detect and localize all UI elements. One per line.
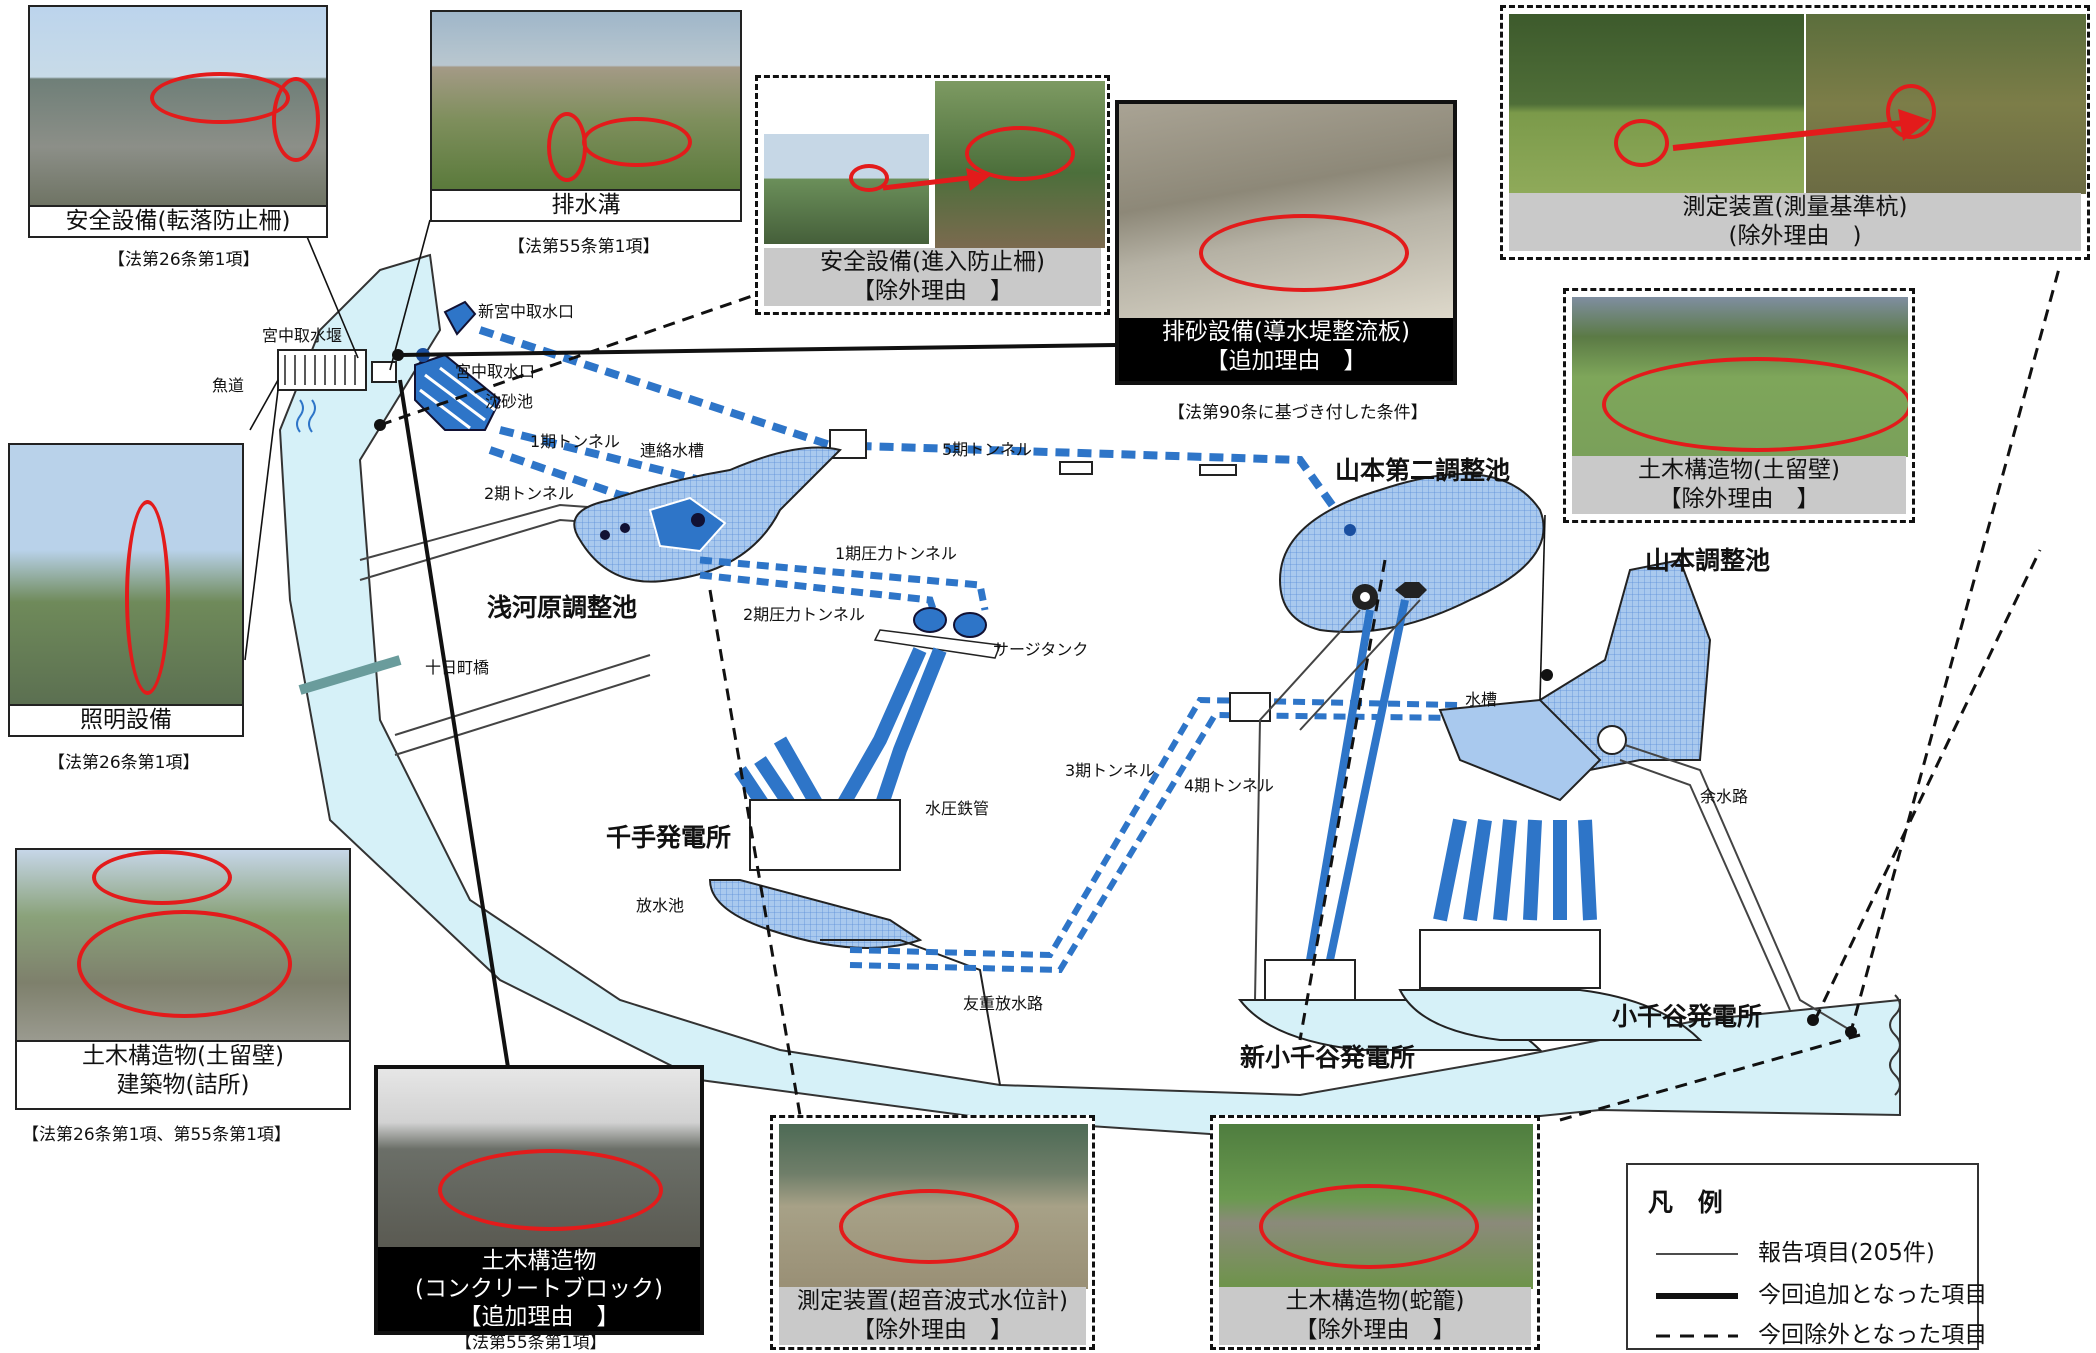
photo-lighting — [10, 445, 242, 707]
senju-powerhouse — [749, 799, 901, 871]
law-fall-fence: 【法第26条第1項】 — [108, 250, 260, 270]
arrow-icon — [882, 168, 990, 191]
label-yamamoto: 山本調整池 — [1645, 546, 1771, 575]
photo-gabion — [1219, 1124, 1533, 1289]
tunnel-3-4 — [849, 696, 1461, 974]
law-drain: 【法第55条第1項】 — [508, 237, 660, 257]
photo-card-lighting: 照明設備 — [8, 443, 244, 737]
pressure-tunnels — [699, 556, 989, 617]
arrow-icon — [1672, 109, 1930, 151]
label-tomoe: 友重放水路 — [963, 994, 1044, 1013]
thick-line-icon — [1656, 1292, 1738, 1299]
label-suiso: 水槽 — [1465, 690, 1498, 709]
yamamoto2-pond — [1278, 473, 1545, 633]
legend: 凡 例 報告項目(205件) 今回追加となった項目 今回除外となった項目 — [1626, 1163, 1987, 1350]
legend-item-thin: 報告項目(205件) — [1656, 1233, 1935, 1267]
tomoe-channel — [820, 939, 1001, 1086]
photo-card-drain: 排水溝 — [430, 10, 742, 222]
label-fishway: 魚道 — [212, 376, 245, 395]
label-tunnel1: 1期トンネル — [530, 432, 620, 451]
caption-survey-stake: 測定装置(測量基準杭)(除外理由 ) — [1509, 193, 2081, 251]
legend-item-dashed: 今回除外となった項目 — [1656, 1315, 1987, 1349]
label-ochiya: 小千谷発電所 — [1612, 1002, 1763, 1031]
tunnel-5 — [478, 326, 1354, 533]
photo-water-gauge — [779, 1124, 1088, 1289]
photo-fall-fence — [30, 7, 326, 207]
ochiya-powerhouse — [1419, 929, 1601, 989]
caption-drain: 排水溝 — [432, 189, 740, 220]
caption-fall-fence: 安全設備(転落防止柵) — [30, 205, 326, 236]
photo-card-fall-fence: 安全設備(転落防止柵) — [28, 5, 328, 238]
label-penstock: 水圧鉄管 — [925, 799, 990, 818]
road-lower — [394, 654, 651, 756]
label-pressure2: 2期圧力トンネル — [743, 605, 865, 624]
law-sand-discharge: 【法第90条に基づき付した条件】 — [1168, 403, 1428, 423]
photo-card-survey-stake: 測定装置(測量基準杭)(除外理由 ) — [1500, 5, 2090, 260]
legend-title: 凡 例 — [1648, 1188, 1731, 1217]
photo-retaining-wall-right — [1572, 297, 1908, 457]
photo-drain — [432, 12, 740, 190]
label-surge-tank: サージタンク — [993, 640, 1089, 659]
shin-ochiya-penstock — [1306, 599, 1409, 961]
photo-retaining-wall-left — [17, 850, 349, 1040]
label-pressure1: 1期圧力トンネル — [835, 544, 957, 563]
photo-card-sand-discharge: 排砂設備(導水堤整流板)【追加理由 】 — [1115, 100, 1457, 385]
photo-card-retaining-wall-right: 土木構造物(土留壁)【除外理由 】 — [1563, 288, 1915, 523]
label-tunnel5: 5期トンネル — [942, 440, 1032, 459]
photo-card-entry-fence: 安全設備(進入防止柵)【除外理由 】 — [755, 75, 1110, 315]
ochiya-penstocks — [1433, 818, 1597, 922]
photo-card-water-gauge: 測定装置(超音波式水位計)【除外理由 】 — [770, 1115, 1095, 1350]
photo-entry-fence-a — [764, 134, 929, 244]
label-senju: 千手発電所 — [606, 823, 732, 852]
caption-water-gauge: 測定装置(超音波式水位計)【除外理由 】 — [779, 1287, 1086, 1345]
spillway — [1619, 744, 1851, 1031]
law-lighting: 【法第26条第1項】 — [48, 753, 200, 773]
senju-penstocks — [734, 647, 947, 834]
photo-card-concrete-block: 土木構造物(コンクリートブロック)【追加理由 】 — [374, 1065, 704, 1335]
law-retaining-wall-left: 【法第26条第1項、第55条第1項】 — [22, 1125, 291, 1145]
dashed-line-icon — [1656, 1334, 1738, 1337]
photo-entry-fence-b — [935, 81, 1105, 248]
label-miyanaka-weir: 宮中取水堰 — [262, 326, 343, 345]
caption-lighting: 照明設備 — [10, 704, 242, 735]
photo-survey-stake-b — [1806, 14, 2086, 194]
label-tokamachi-bridge: 十日町橋 — [425, 658, 490, 677]
caption-retaining-wall-left: 土木構造物(土留壁)建築物(詰所) — [17, 1040, 349, 1108]
label-tunnel4: 4期トンネル — [1184, 776, 1274, 795]
tokamachi-bridge — [298, 655, 402, 695]
photo-survey-stake-a — [1509, 14, 1804, 194]
weir — [277, 349, 367, 391]
label-connecting-tank: 連絡水槽 — [640, 441, 705, 460]
label-yamamoto2: 山本第二調整池 — [1335, 456, 1511, 485]
label-sand-basin: 沈砂池 — [485, 392, 534, 411]
label-tunnel3: 3期トンネル — [1065, 761, 1155, 780]
thin-line-icon — [1656, 1252, 1738, 1255]
photo-concrete-block — [378, 1069, 700, 1247]
label-tailrace: 放水池 — [636, 896, 685, 915]
caption-gabion: 土木構造物(蛇籠)【除外理由 】 — [1219, 1287, 1531, 1345]
shinano-river — [278, 253, 1901, 1142]
photo-card-retaining-wall-left: 土木構造物(土留壁)建築物(詰所) — [15, 848, 351, 1110]
photo-sand-discharge — [1119, 104, 1453, 319]
new-intake — [443, 300, 477, 336]
label-intake: 宮中取水口 — [455, 362, 536, 381]
label-new-intake: 新宮中取水口 — [478, 302, 575, 321]
photo-card-gabion: 土木構造物(蛇籠)【除外理由 】 — [1210, 1115, 1540, 1350]
law-concrete-block: 【法第55条第1項】 — [455, 1333, 607, 1353]
caption-sand-discharge: 排砂設備(導水堤整流板)【追加理由 】 — [1119, 318, 1453, 381]
legend-item-thick: 今回追加となった項目 — [1656, 1275, 1987, 1309]
label-asagawara: 浅河原調整池 — [487, 593, 638, 622]
caption-concrete-block: 土木構造物(コンクリートブロック)【追加理由 】 — [378, 1247, 700, 1331]
label-spillway: 余水路 — [1700, 787, 1749, 806]
caption-entry-fence: 安全設備(進入防止柵)【除外理由 】 — [764, 248, 1101, 306]
label-shin-ochiya: 新小千谷発電所 — [1240, 1043, 1416, 1072]
label-tunnel2: 2期トンネル — [484, 484, 574, 503]
caption-retaining-wall-right: 土木構造物(土留壁)【除外理由 】 — [1572, 456, 1906, 514]
